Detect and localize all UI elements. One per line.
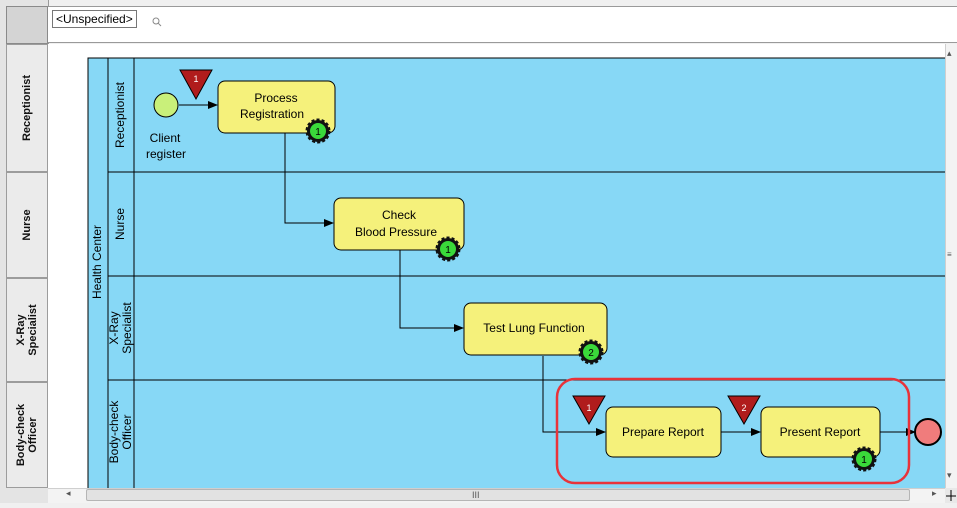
gear-badge-icon: 1: [851, 446, 877, 472]
svg-text:1: 1: [315, 127, 321, 138]
header-corner: [6, 6, 48, 44]
flow-blood-pressure-to-lung[interactable]: [399, 250, 464, 332]
task-test-lung-function[interactable]: Test Lung Function: [463, 302, 608, 356]
horizontal-scroll-grip: III: [472, 490, 480, 500]
lane-receptionist[interactable]: Receptionist: [113, 81, 127, 148]
lane-label: Receptionist: [113, 81, 127, 148]
task-label: Prepare Report: [622, 425, 705, 439]
lane-body-check-officer[interactable]: Body-check Officer: [107, 400, 134, 464]
task-label: Present Report: [780, 425, 861, 439]
gear-badge-icon: 1: [435, 236, 461, 262]
lane-label-line2: Specialist: [120, 302, 134, 354]
start-event-label-line2: register: [146, 147, 186, 161]
lane-nurse[interactable]: Nurse: [113, 208, 127, 240]
svg-text:2: 2: [588, 348, 594, 359]
lane-xray-specialist[interactable]: X-Ray Specialist: [107, 302, 134, 354]
scroll-down-arrow-icon[interactable]: ▾: [947, 470, 952, 480]
diagram-svg: Health Center Receptionist Nurse X-Ray S…: [87, 57, 945, 488]
start-event-label-line1: Client: [150, 131, 181, 145]
marker-triangle-icon: 2: [727, 395, 761, 426]
gear-badge-icon: 1: [305, 118, 331, 144]
start-event[interactable]: [153, 92, 179, 118]
scroll-right-arrow-icon[interactable]: ▸: [932, 488, 937, 498]
row-header-label: Body-check Officer: [15, 403, 39, 467]
task-process-registration[interactable]: Process Registration: [217, 80, 336, 134]
task-label-line1: Check: [382, 208, 417, 222]
svg-text:1: 1: [586, 403, 591, 413]
flow-lung-to-prepare[interactable]: [542, 356, 606, 436]
svg-text:1: 1: [193, 74, 198, 84]
row-header-receptionist[interactable]: Receptionist: [6, 44, 48, 172]
pan-icon[interactable]: [945, 488, 957, 503]
search-icon[interactable]: [152, 17, 162, 27]
vertical-scroll-grip[interactable]: ≡: [947, 250, 952, 259]
marker-triangle-icon: 1: [572, 395, 606, 426]
lane-label-line1: X-Ray: [107, 311, 121, 344]
end-event[interactable]: [914, 418, 942, 446]
lane-label-line1: Body-check: [107, 400, 121, 464]
row-header-nurse[interactable]: Nurse: [6, 172, 48, 278]
svg-text:2: 2: [741, 403, 746, 413]
lane-label: Nurse: [113, 208, 127, 240]
marker-triangle-icon: 1: [179, 69, 213, 101]
gear-badge-icon: 2: [578, 339, 604, 365]
task-present-report[interactable]: Present Report: [760, 406, 881, 458]
task-label: Test Lung Function: [483, 321, 584, 335]
svg-text:1: 1: [861, 455, 867, 466]
vertical-scrollbar[interactable]: [945, 44, 957, 488]
task-label-line2: Registration: [240, 107, 304, 121]
horizontal-scroll-thumb[interactable]: [86, 489, 910, 501]
row-header-body-check-officer[interactable]: Body-check Officer: [6, 382, 48, 488]
flow-registration-to-blood-pressure[interactable]: [284, 133, 334, 227]
row-header-label: Receptionist: [21, 74, 33, 142]
lane-label-line2: Officer: [120, 414, 134, 449]
unspecified-column-tag[interactable]: <Unspecified>: [52, 10, 137, 28]
pool-label: Health Center: [90, 225, 104, 299]
task-check-blood-pressure[interactable]: Check Blood Pressure: [333, 197, 465, 251]
task-label-line1: Process: [254, 91, 297, 105]
diagram-canvas[interactable]: Health Center Receptionist Nurse X-Ray S…: [48, 44, 945, 488]
row-header-xray-specialist[interactable]: X-Ray Specialist: [6, 278, 48, 382]
highlight-selection[interactable]: [555, 377, 911, 485]
row-header-label: X-Ray Specialist: [15, 304, 39, 356]
column-header-bar: [48, 6, 957, 43]
task-label-line2: Blood Pressure: [355, 225, 437, 239]
scroll-up-arrow-icon[interactable]: ▴: [947, 48, 952, 58]
scroll-left-arrow-icon[interactable]: ◂: [66, 488, 71, 498]
task-prepare-report[interactable]: Prepare Report: [605, 406, 722, 458]
row-header-label: Nurse: [21, 209, 33, 241]
svg-text:1: 1: [445, 245, 451, 256]
